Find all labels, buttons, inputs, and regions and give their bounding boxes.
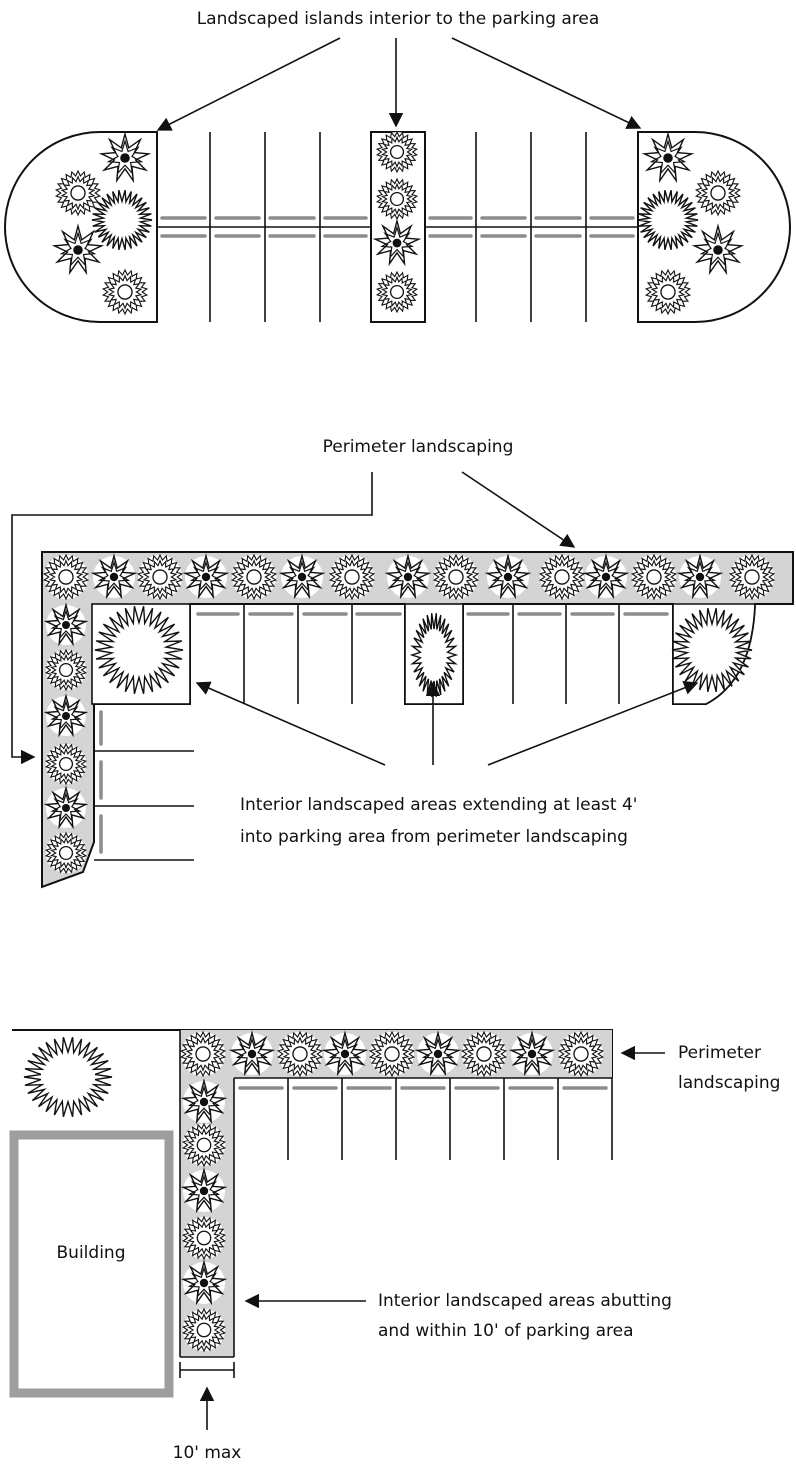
building-interior-label-line1: Interior landscaped areas abutting bbox=[378, 1291, 672, 1311]
perimeter-plants bbox=[42, 553, 776, 875]
shrub-ring-icon bbox=[460, 1030, 508, 1078]
interior-label-line1: Interior landscaped areas extending at l… bbox=[240, 795, 637, 815]
interior-arrow-right bbox=[487, 681, 699, 766]
shrub-star-icon bbox=[43, 785, 89, 830]
building-stall-lines bbox=[287, 1078, 613, 1160]
shrub-ring-icon bbox=[181, 1215, 227, 1261]
shrub-ring-icon bbox=[432, 553, 480, 601]
shrub-star-icon bbox=[484, 553, 532, 600]
shrub-ring-icon bbox=[728, 553, 776, 601]
islands-stall-lines bbox=[157, 132, 638, 322]
tree-icon bbox=[94, 606, 184, 694]
shrub-ring-icon bbox=[44, 648, 88, 692]
shrub-ring-icon bbox=[557, 1030, 605, 1078]
interior-label-line2: into parking area from perimeter landsca… bbox=[240, 827, 628, 847]
shrub-star-icon bbox=[384, 553, 432, 600]
shrub-star-icon bbox=[414, 1030, 462, 1077]
shrub-star-icon bbox=[43, 693, 89, 738]
shrub-ring-icon bbox=[179, 1030, 227, 1078]
building-perimeter-label-line1: Perimeter bbox=[678, 1043, 761, 1063]
shrub-star-icon bbox=[51, 223, 105, 276]
shrub-star-icon bbox=[228, 1030, 276, 1077]
shrub-star-icon bbox=[582, 553, 630, 600]
tree-icon bbox=[671, 608, 753, 692]
shrub-star-icon bbox=[182, 553, 230, 600]
building-panel: Building Perimeter landscaping Interior … bbox=[9, 1029, 780, 1463]
shrub-ring-icon bbox=[644, 268, 692, 316]
islands-wheel-stops bbox=[160, 216, 635, 238]
shrub-star-icon bbox=[508, 1030, 556, 1077]
shrub-star-icon bbox=[180, 1167, 228, 1214]
perimeter-panel: Perimeter landscaping Interior landscape… bbox=[11, 437, 794, 889]
tree-icon bbox=[409, 613, 459, 697]
islands-panel: Landscaped islands interior to the parki… bbox=[4, 9, 791, 323]
shrub-ring-icon bbox=[375, 177, 419, 221]
perimeter-wheel-stops bbox=[99, 612, 669, 854]
shrub-ring-icon bbox=[101, 268, 149, 316]
shrub-ring-icon bbox=[230, 553, 278, 601]
islands-arrow-left bbox=[156, 37, 341, 131]
shrub-ring-icon bbox=[694, 169, 742, 217]
shrub-ring-icon bbox=[276, 1030, 324, 1078]
islands-arrow-right bbox=[451, 37, 642, 129]
shrub-star-icon bbox=[691, 223, 745, 276]
shrub-star-icon bbox=[278, 553, 326, 600]
tree-icon bbox=[91, 190, 153, 250]
shrub-ring-icon bbox=[375, 130, 419, 174]
perimeter-stall-lines bbox=[94, 604, 620, 861]
tree-icon bbox=[23, 1036, 113, 1118]
shrub-star-icon bbox=[676, 553, 724, 600]
shrub-star-icon bbox=[641, 131, 695, 184]
shrub-ring-icon bbox=[630, 553, 678, 601]
perimeter-arrow bbox=[461, 471, 576, 548]
shrub-ring-icon bbox=[181, 1122, 227, 1168]
shrub-ring-icon bbox=[54, 169, 102, 217]
building-interior-label-line2: and within 10' of parking area bbox=[378, 1321, 634, 1341]
shrub-ring-icon bbox=[375, 270, 419, 314]
shrub-ring-icon bbox=[44, 831, 88, 875]
shrub-star-icon bbox=[90, 553, 138, 600]
shrub-star-icon bbox=[180, 1078, 228, 1125]
shrub-ring-icon bbox=[368, 1030, 416, 1078]
shrub-star-icon bbox=[43, 602, 89, 647]
dimension-label: 10' max bbox=[173, 1443, 242, 1463]
building-label: Building bbox=[57, 1243, 126, 1263]
islands-label: Landscaped islands interior to the parki… bbox=[197, 9, 600, 29]
shrub-star-icon bbox=[321, 1030, 369, 1077]
shrub-star-icon bbox=[180, 1259, 228, 1306]
shrub-ring-icon bbox=[538, 553, 586, 601]
building-perimeter-label-line2: landscaping bbox=[678, 1073, 780, 1093]
shrub-ring-icon bbox=[181, 1307, 227, 1353]
building-outline bbox=[9, 1130, 174, 1398]
shrub-star-icon bbox=[372, 218, 422, 267]
shrub-ring-icon bbox=[42, 553, 90, 601]
shrub-star-icon bbox=[98, 131, 152, 184]
shrub-ring-icon bbox=[136, 553, 184, 601]
islands-plants bbox=[51, 130, 745, 316]
shrub-ring-icon bbox=[328, 553, 376, 601]
tree-icon bbox=[637, 190, 699, 250]
perimeter-label: Perimeter landscaping bbox=[323, 437, 514, 457]
interior-arrow-left bbox=[195, 681, 386, 766]
perimeter-leader-line bbox=[11, 472, 373, 765]
shrub-ring-icon bbox=[44, 742, 88, 786]
dimension-marker bbox=[179, 1362, 235, 1378]
building-plants bbox=[23, 1030, 605, 1353]
